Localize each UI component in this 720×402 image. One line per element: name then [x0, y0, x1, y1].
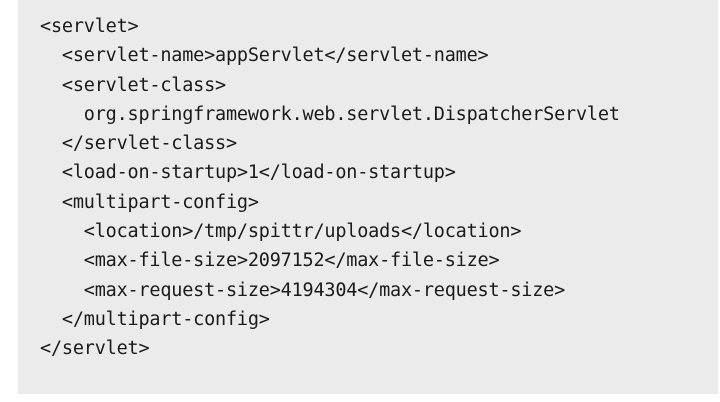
code-block: <servlet> <servlet-name>appServlet</serv… [40, 12, 620, 364]
code-line: </servlet> [40, 338, 150, 360]
code-line: <max-file-size>2097152</max-file-size> [40, 250, 500, 272]
code-line: </multipart-config> [40, 308, 270, 330]
code-line: <servlet> [40, 16, 139, 37]
code-line: <max-request-size>4194304</max-request-s… [40, 279, 566, 301]
code-line: org.springframework.web.servlet.Dispatch… [40, 103, 620, 125]
code-line: <servlet-name>appServlet</servlet-name> [40, 45, 489, 67]
code-line: </servlet-class> [40, 133, 237, 155]
code-line: <location>/tmp/spittr/uploads</location> [40, 221, 522, 243]
code-line: <load-on-startup>1</load-on-startup> [40, 162, 456, 184]
code-line: <multipart-config> [40, 191, 259, 213]
code-listing-panel: <servlet> <servlet-name>appServlet</serv… [18, 0, 718, 394]
code-line: <servlet-class> [40, 74, 226, 96]
